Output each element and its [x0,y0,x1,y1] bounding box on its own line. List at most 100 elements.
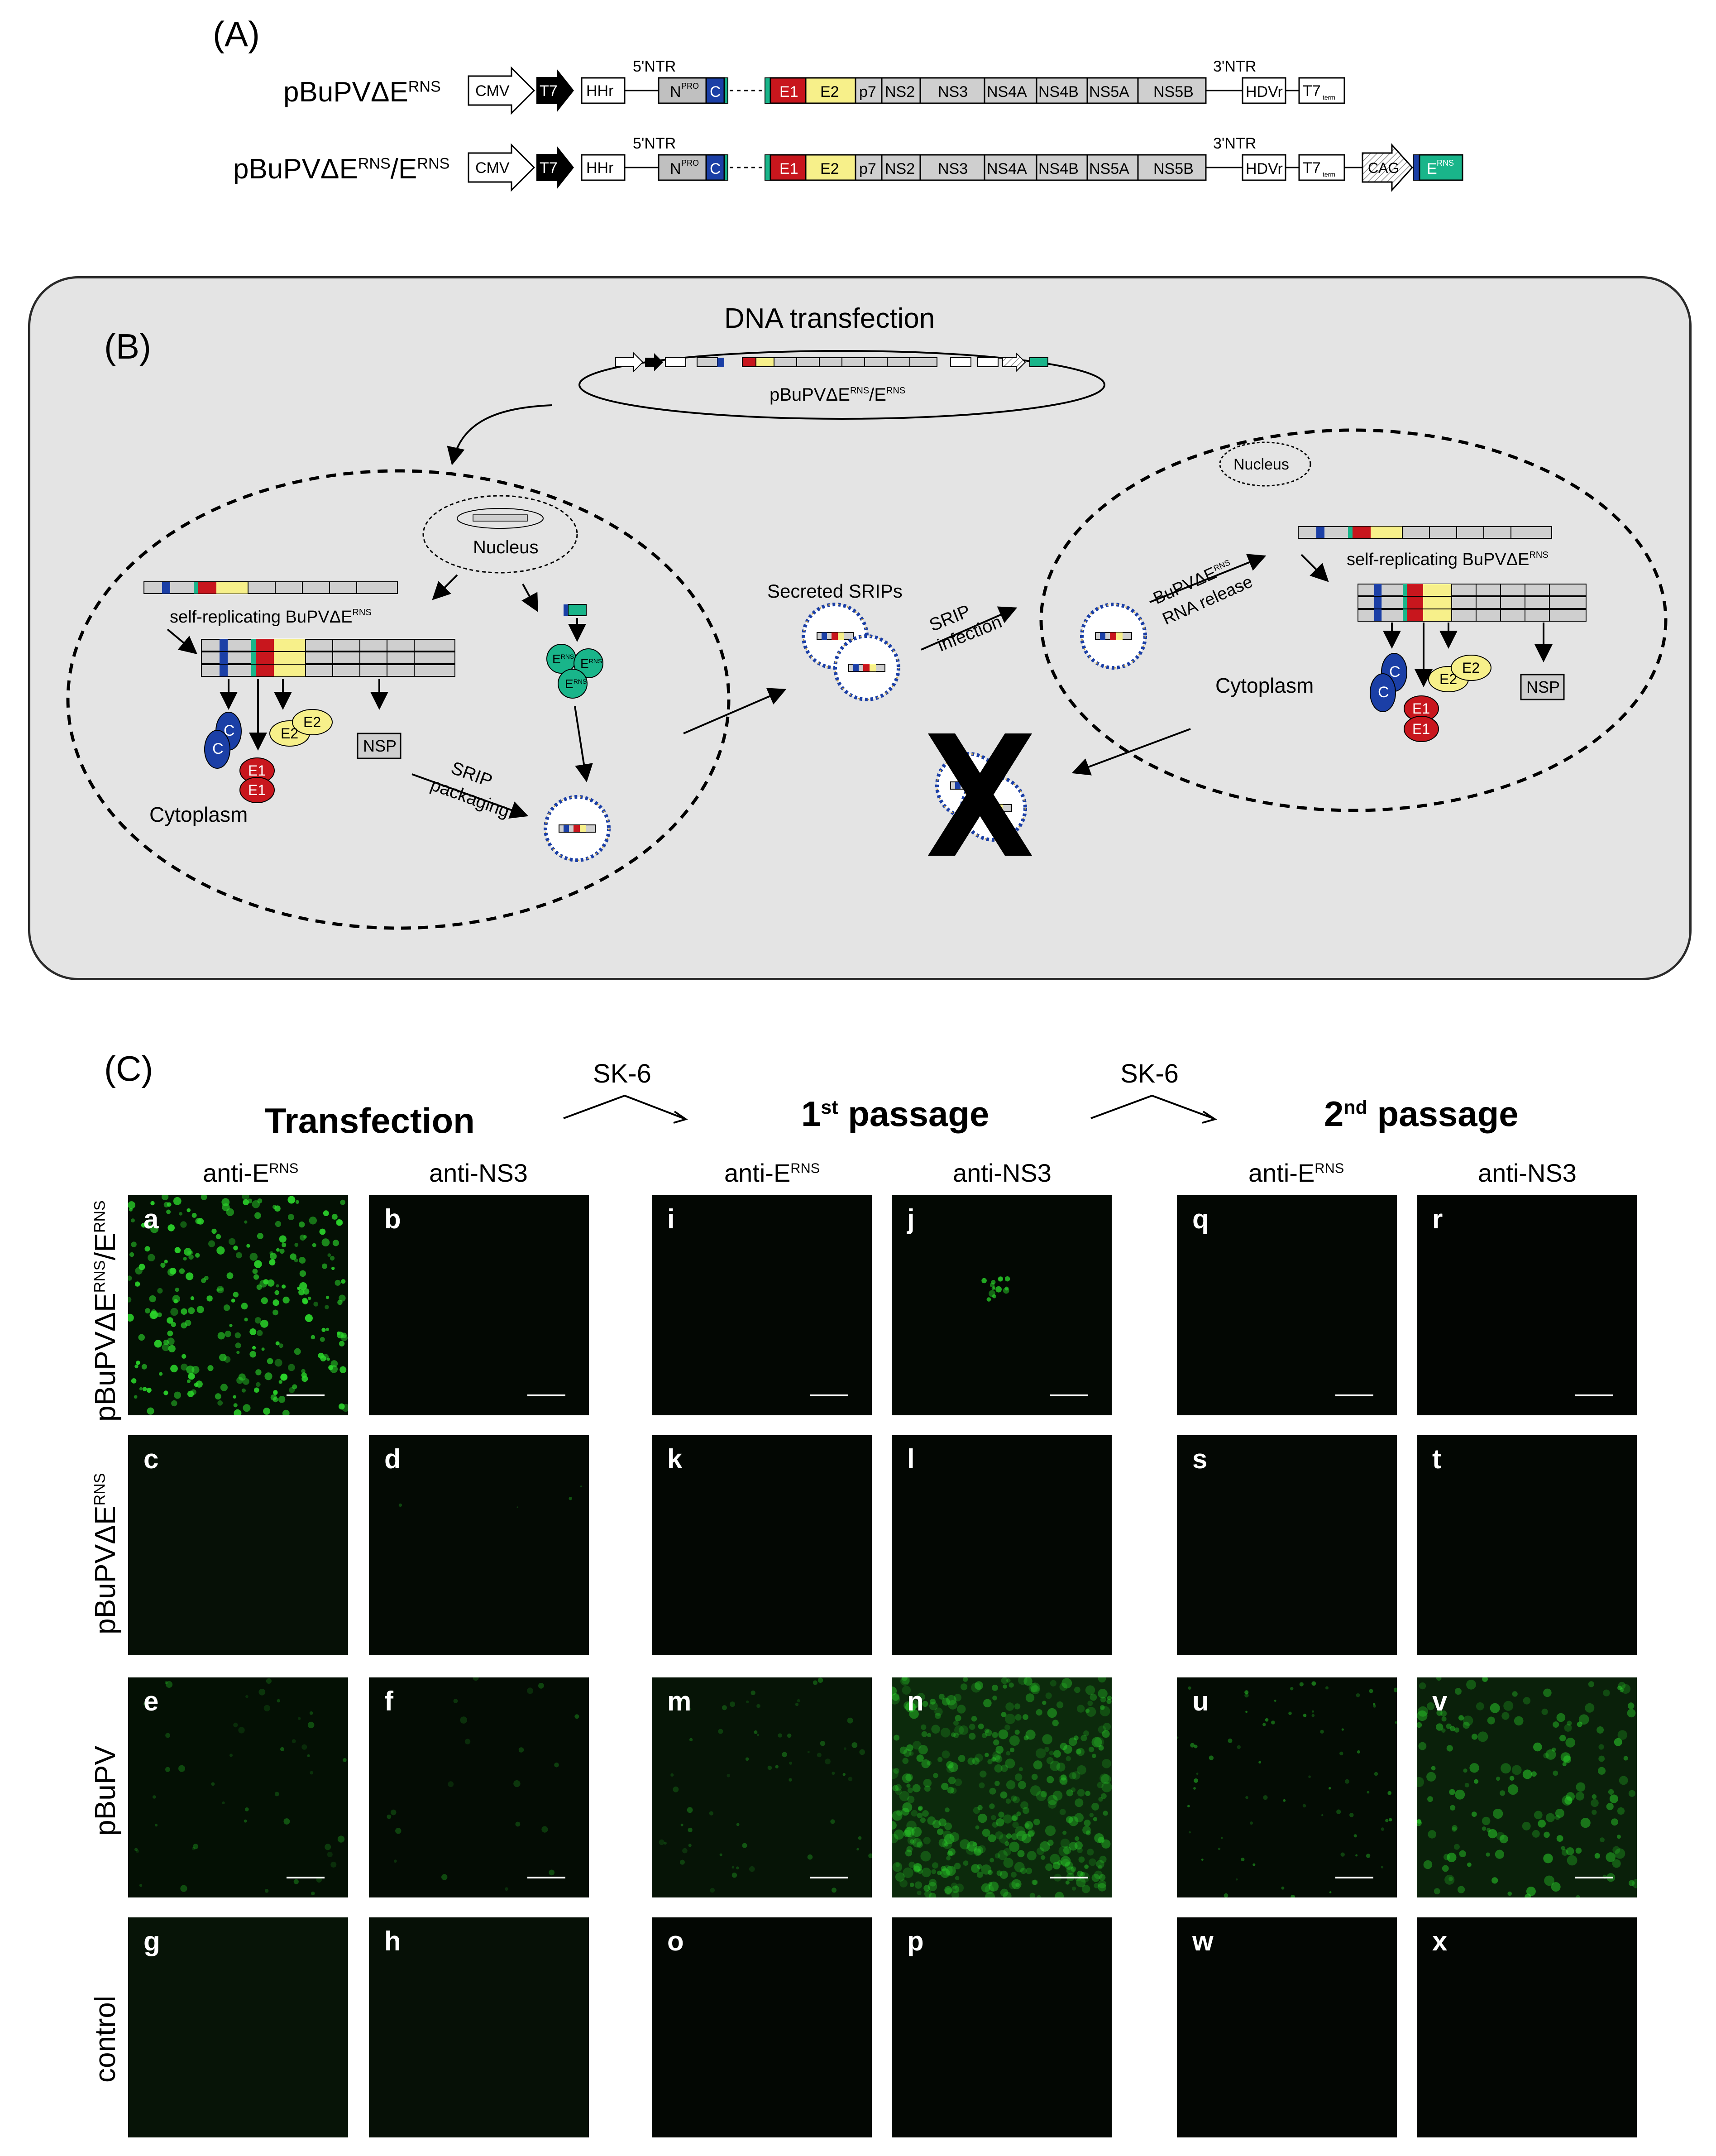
ns4a-label: NS4A [987,83,1027,101]
ns4b-label-2: NS4B [1038,160,1079,177]
micrograph-h: h [369,1917,589,2137]
e1-protein-label-left: E1 [248,762,266,779]
replication-diagram: pBuPVΔERNS/ERNS Nucleus self-replicating… [66,350,1668,930]
e2-protein-label-left: E2 [281,725,298,742]
header-passage-1: 1st passage [801,1093,989,1135]
micrograph-letter: v [1432,1686,1448,1716]
micrograph-g: g [128,1917,348,2137]
secreted-srips-label: Secreted SRIPs [767,580,903,602]
npro-box [658,77,707,104]
col-header-3-text: anti-E [724,1159,791,1187]
fluorescence-signal [1177,1681,1397,1897]
nucleus-label-left: Nucleus [473,537,539,557]
ntr3-label-2: 3'NTR [1213,135,1256,152]
micrograph-letter: n [907,1686,924,1716]
npro-sup-2: PRO [681,158,699,168]
micrograph-j: j [892,1195,1112,1415]
row-label-1-sup: RNS [91,1260,109,1293]
erns-box [1419,154,1463,181]
row-label-1-text2: /E [89,1233,121,1260]
col-header-4: anti-NS3 [953,1158,1052,1188]
passage-1-number: 1 [801,1094,821,1134]
cag-promoter [1362,143,1414,192]
right-nucleus [1219,441,1311,487]
scale-bar [1335,1877,1373,1878]
micrograph-x: x [1417,1917,1637,2137]
micrograph-letter: l [907,1444,915,1474]
sk6-label-2: SK-6 [1120,1059,1179,1088]
construct-2-name: pBuPVΔERNS/ERNS [233,153,449,185]
micrograph-letter: g [143,1926,160,1956]
cytoplasm-label-left: Cytoplasm [149,803,248,826]
micrograph-e: e [128,1677,348,1897]
scale-bar [1575,1394,1613,1396]
scale-bar [1575,1877,1613,1878]
erns-label: E [1427,160,1437,177]
npro-label: N [670,83,681,101]
e2-protein-label-right: E2 [1439,671,1457,687]
micrograph-t: t [1417,1435,1637,1655]
fluorescence-signal [892,1677,1112,1897]
micrograph-letter: e [143,1686,159,1716]
scale-bar [527,1394,565,1396]
panel-label-c: (C) [104,1049,153,1088]
row-label-2-sup: RNS [91,1473,109,1506]
scale-bar [1050,1877,1088,1878]
left-nucleus [422,495,578,574]
micrograph-o: o [652,1917,872,2137]
micrograph-letter: p [907,1926,924,1956]
e1-protein-label-left-2: E1 [248,782,266,798]
fluorescence-signal [128,1195,348,1415]
ns3-label-2: NS3 [938,160,968,177]
t7term-label-2: T7 [1303,159,1321,177]
col-header-6-text: anti-NS3 [1478,1159,1577,1187]
micrograph-letter: f [384,1686,393,1716]
transfected-cell [66,469,731,930]
passage-1-sup: st [821,1097,838,1118]
ntr3-label: 3'NTR [1213,58,1256,75]
panel-label-b: (B) [104,326,151,366]
construct-2-text2: /E [390,153,417,185]
cag-label: CAG [1368,160,1399,176]
row-label-4: control [88,1996,122,2083]
t7term-sub-2: term [1323,171,1335,178]
npro-sup: PRO [681,81,699,91]
scale-bar [1050,1394,1088,1396]
erns-protein-label-left-3: ERNS [565,677,587,691]
row-label-1-sup2: RNS [91,1200,109,1233]
construct-2-sup2: RNS [417,155,450,172]
passage-2-sup: nd [1343,1097,1367,1118]
e2-box [805,77,856,104]
col-header-3-sup: RNS [790,1160,820,1176]
ns4a-label-2: NS4A [987,160,1027,177]
col-header-1-text: anti-E [203,1159,269,1187]
plasmid-name: pBuPVΔERNS/ERNS [770,385,905,405]
ns3-label: NS3 [938,83,968,101]
ns2-label: NS2 [885,83,915,101]
micrograph-r: r [1417,1195,1637,1415]
row-label-1-text: pBuPVΔE [89,1293,121,1422]
core-protein-label-left: C [224,722,235,739]
ns4b-label: NS4B [1038,83,1079,101]
micrograph-letter: b [384,1204,401,1234]
nsp-label-left: NSP [363,737,397,755]
micrograph-letter: x [1432,1926,1448,1956]
passage-2-number: 2 [1324,1094,1344,1134]
col-header-4-text: anti-NS3 [953,1159,1052,1187]
srip-infection-label: SRIPinfection [927,592,1005,656]
e2-label: E2 [820,83,839,101]
ns5a-label: NS5A [1089,83,1129,101]
micrograph-letter: s [1192,1444,1208,1474]
construct-2-text: pBuPVΔE [233,153,358,185]
micrograph-letter: q [1192,1204,1209,1234]
e1-label-2: E1 [779,160,798,177]
col-header-1-sup: RNS [269,1160,299,1176]
cmv-label: CMV [475,82,510,100]
col-header-2-text: anti-NS3 [429,1159,528,1187]
fluorescence-signal [398,1485,582,1508]
scale-bar [1335,1394,1373,1396]
genome-row-2: CMV T7 HHr 5'NTR N PRO C E1 E2 p7 NS2 NS… [468,135,1463,192]
core-protein-label-left-2: C [212,740,224,757]
construct-1-text: pBuPVΔE [283,77,408,108]
col-header-2: anti-NS3 [429,1158,528,1188]
